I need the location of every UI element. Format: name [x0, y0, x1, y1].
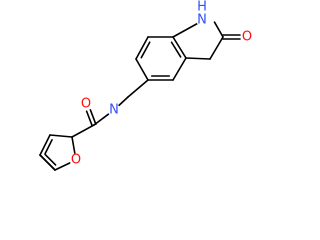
atom-label-background [108, 104, 120, 116]
single-bond [71, 124, 95, 138]
atom-label-text: O [71, 153, 81, 168]
atom-nh-ring: N [196, 13, 208, 28]
double-bond-inner [140, 41, 151, 59]
double-bond-outer [135, 36, 149, 60]
double-bond-inner [44, 153, 57, 166]
atom-label-background [241, 31, 253, 43]
single-bond [93, 113, 110, 126]
double-bond-inner [170, 41, 182, 58]
atom-h-ring: H [196, 0, 208, 15]
atom-o-amide: O [80, 97, 92, 112]
double-bond-line [89, 109, 97, 126]
bond-layer [39, 18, 241, 171]
atom-label-text: O [242, 30, 252, 45]
double-bond-outer [39, 154, 56, 171]
single-bond [213, 21, 224, 38]
atom-label-text: O [81, 97, 91, 112]
single-bond [172, 57, 187, 81]
atom-o-furan: O [70, 153, 82, 168]
single-bond [118, 96, 129, 107]
atom-n-amide: N [108, 103, 120, 118]
single-bond [135, 58, 149, 81]
single-bond [127, 79, 149, 98]
single-bond [54, 162, 71, 171]
atom-label-text: N [197, 13, 207, 28]
atom-o-lactam: O [241, 30, 253, 45]
single-bond [71, 136, 76, 154]
single-bond [185, 57, 211, 60]
double-bond-line [85, 110, 93, 127]
double-bond-inner [44, 138, 53, 155]
double-bond-outer [39, 134, 51, 156]
atom-label-background [70, 154, 82, 166]
atom-label-background [80, 98, 92, 110]
atom-label-text: N [109, 103, 119, 118]
single-bond [49, 134, 73, 138]
atom-label-text: H [197, 0, 207, 15]
atom-label-background [196, 14, 208, 26]
double-bond-outer [172, 36, 187, 59]
atom-label-background [196, 1, 208, 13]
single-bond [209, 36, 224, 60]
